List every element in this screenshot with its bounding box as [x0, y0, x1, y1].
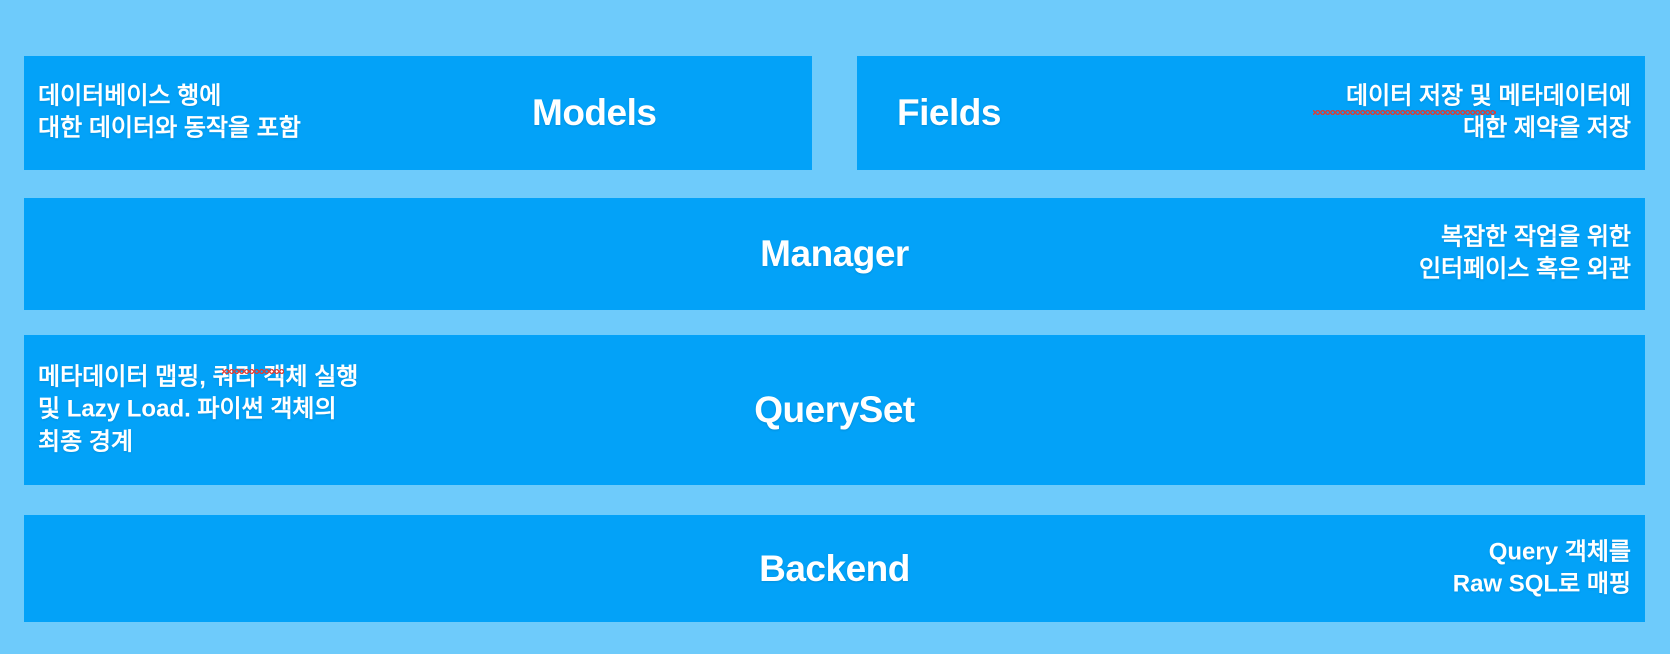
layer-box-queryset[interactable]: 메타데이터 맵핑, 쿼리 객체 실행 및 Lazy Load. 파이썬 객체의 …	[24, 335, 1645, 485]
layer-title-fields: Fields	[897, 92, 1001, 133]
layer-description-models: 데이터베이스 행에 대한 데이터와 동작을 포함	[38, 82, 301, 142]
layer-box-manager[interactable]: Manager 복잡한 작업을 위한 인터페이스 혹은 외관	[24, 198, 1645, 310]
layer-title-manager: Manager	[760, 233, 909, 274]
layer-title-models: Models	[532, 92, 657, 133]
layer-description-manager: 복잡한 작업을 위한 인터페이스 혹은 외관	[1418, 223, 1631, 283]
layer-description-queryset: 메타데이터 맵핑, 쿼리 객체 실행 및 Lazy Load. 파이썬 객체의 …	[38, 363, 359, 456]
layer-title-queryset: QuerySet	[754, 389, 915, 430]
layer-box-backend[interactable]: Backend Query 객체를 Raw SQL로 매핑	[24, 515, 1645, 622]
layer-description-fields: 데이터 저장 및 메타데이터에 대한 제약을 저장	[1346, 82, 1631, 142]
layer-description-backend: Query 객체를 Raw SQL로 매핑	[1452, 538, 1631, 598]
layer-title-backend: Backend	[759, 547, 910, 589]
layer-box-fields[interactable]: Fields 데이터 저장 및 메타데이터에 대한 제약을 저장	[857, 56, 1645, 170]
layer-box-models[interactable]: 데이터베이스 행에 대한 데이터와 동작을 포함 Models	[24, 56, 812, 170]
